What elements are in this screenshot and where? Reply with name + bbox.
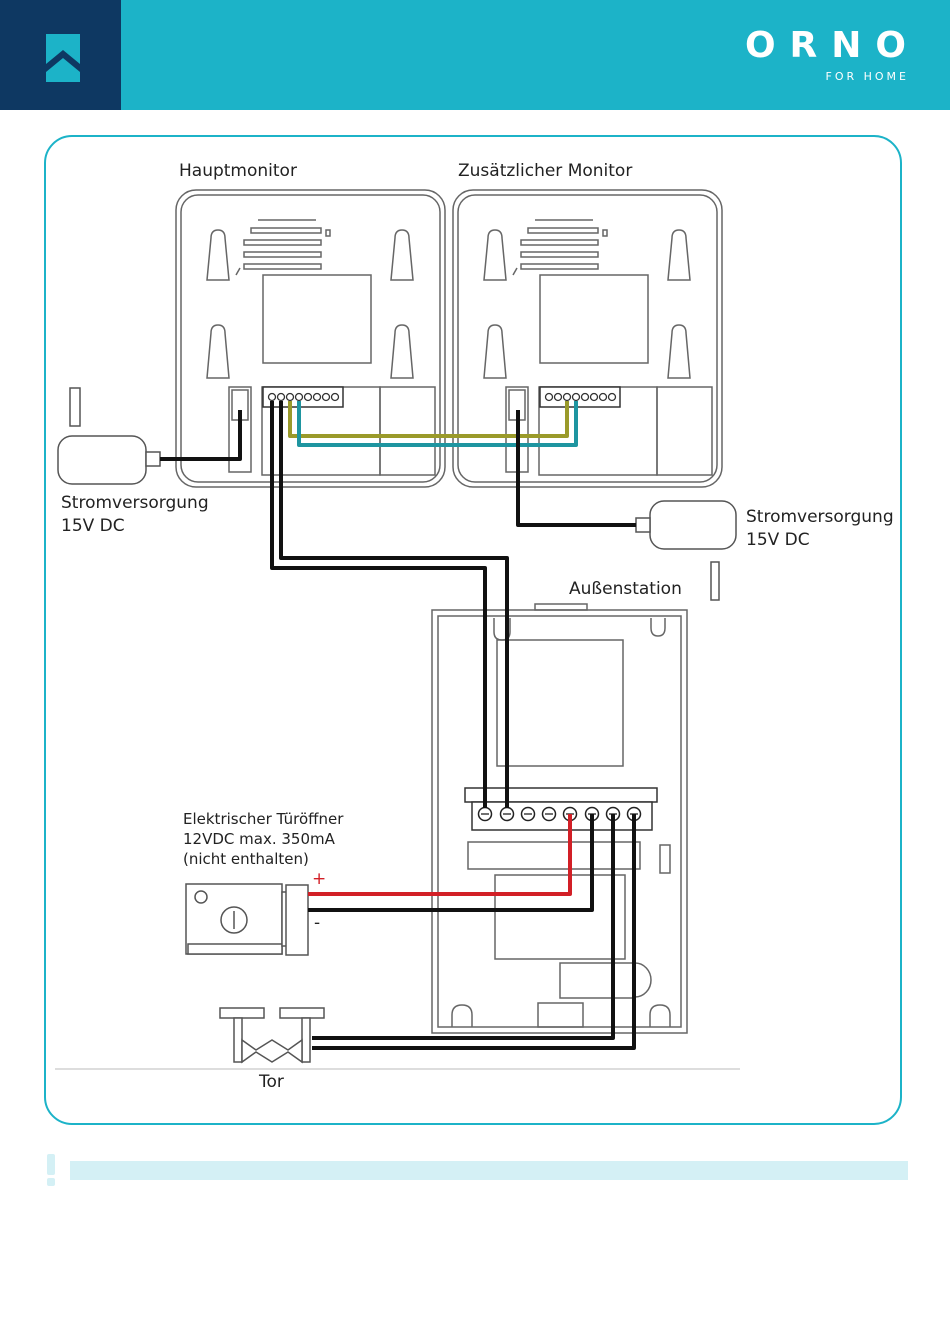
label-psu-left-line1: Stromversorgung: [61, 492, 209, 515]
label-psu-left-line2: 15V DC: [61, 515, 125, 538]
outdoor-terminal-block: [465, 788, 657, 830]
label-psu-right-line1: Stromversorgung: [746, 506, 894, 529]
wire-psu-left: [160, 410, 240, 459]
exclamation-icon: [44, 1154, 58, 1186]
gate: [220, 1008, 324, 1062]
wire-gate-2: [312, 814, 634, 1048]
label-lock-line3: (nicht enthalten): [183, 849, 309, 870]
label-extra-monitor: Zusätzlicher Monitor: [458, 160, 632, 183]
label-lock-line1: Elektrischer Türöffner: [183, 809, 343, 830]
main-monitor: [176, 190, 445, 487]
label-lock-line2: 12VDC max. 350mA: [183, 829, 335, 850]
label-plus: +: [312, 868, 326, 891]
extra-monitor: [453, 190, 722, 487]
label-outdoor-station: Außenstation: [569, 578, 682, 601]
label-minus: -: [314, 912, 320, 935]
label-psu-right-line2: 15V DC: [746, 529, 810, 552]
label-gate: Tor: [259, 1071, 284, 1094]
extra-terminal-block: [540, 387, 620, 407]
main-terminal-block: [263, 387, 343, 407]
note-bar: [70, 1161, 908, 1180]
label-main-monitor: Hauptmonitor: [179, 160, 297, 183]
door-lock: [186, 884, 308, 955]
psu-left: [58, 388, 160, 484]
wire-bus-2: [281, 401, 507, 808]
